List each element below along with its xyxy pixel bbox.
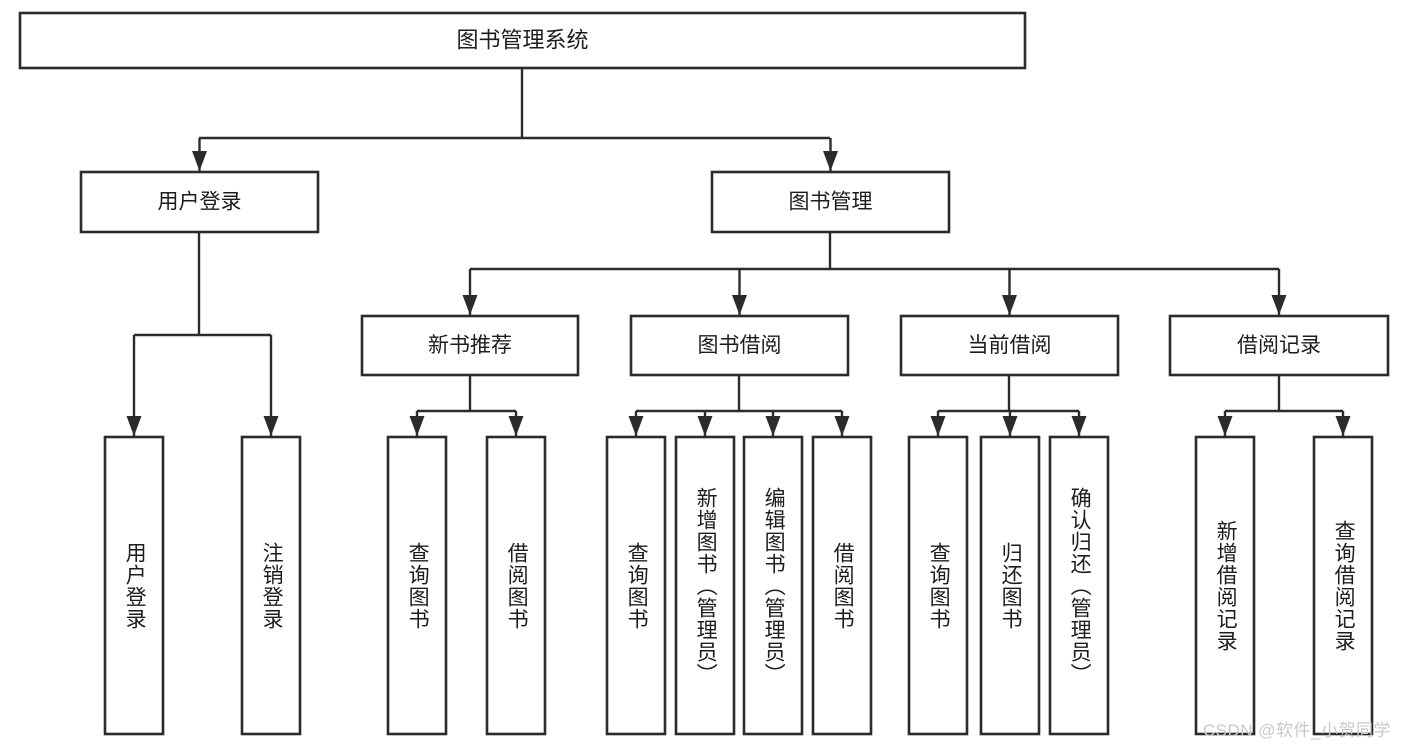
node-leaf-12[interactable] [1312, 435, 1374, 736]
arrow-head-icon [462, 295, 478, 315]
node-box-outline [710, 170, 951, 234]
arrow-head-icon [765, 416, 781, 436]
node-box-outline [907, 435, 969, 736]
node-level2-0[interactable]: 新书推荐 [360, 314, 580, 377]
node-box-outline [1168, 314, 1390, 377]
node-root[interactable]: 图书管理系统 [18, 11, 1027, 70]
node-leaf-6[interactable] [742, 435, 804, 736]
node-label: 用户登录 [158, 191, 242, 214]
arrow-head-icon [1217, 416, 1233, 436]
node-level1-1[interactable]: 图书管理 [710, 170, 951, 234]
node-leaf-4[interactable] [605, 435, 667, 736]
node-label: 图书管理系统 [456, 27, 588, 52]
node-box-outline [1194, 435, 1256, 736]
node-box-outline [979, 435, 1041, 736]
arrow-head-icon [409, 416, 425, 436]
node-leaf-1[interactable] [240, 435, 302, 736]
node-box-outline [811, 435, 873, 736]
node-label: 新书推荐 [428, 334, 512, 357]
node-level2-2[interactable]: 当前借阅 [899, 314, 1120, 377]
node-box-outline [629, 314, 850, 377]
watermark-text: CSDN @软件_小贺同学 [1202, 721, 1391, 740]
node-level2-1[interactable]: 图书借阅 [629, 314, 850, 377]
arrow-head-icon [697, 416, 713, 436]
node-leaf-9[interactable] [979, 435, 1041, 736]
node-leaf-11[interactable] [1194, 435, 1256, 736]
arrow-head-icon [1271, 295, 1287, 315]
node-level1-0[interactable]: 用户登录 [79, 170, 320, 234]
node-box-outline [79, 170, 320, 234]
node-box-outline [899, 314, 1120, 377]
node-box-outline [605, 435, 667, 736]
node-label: 当前借阅 [968, 334, 1052, 357]
node-box-outline [18, 11, 1027, 70]
node-label: 图书管理 [789, 191, 873, 214]
arrow-head-icon [1002, 295, 1017, 315]
node-box-outline [485, 435, 547, 736]
node-box-outline [674, 435, 736, 736]
node-box-outline [1312, 435, 1374, 736]
node-box-outline [386, 435, 448, 736]
node-label: 图书借阅 [698, 334, 782, 357]
arrow-head-icon [930, 416, 946, 436]
arrow-head-icon [823, 151, 838, 171]
arrow-head-icon [732, 295, 747, 315]
node-leaf-5[interactable] [674, 435, 736, 736]
node-leaf-7[interactable] [811, 435, 873, 736]
node-leaf-10[interactable] [1048, 435, 1110, 736]
arrow-head-icon [126, 416, 142, 436]
node-leaf-2[interactable] [386, 435, 448, 736]
arrow-head-icon [834, 416, 850, 436]
node-leaf-0[interactable] [103, 435, 165, 736]
node-label: 借阅记录 [1237, 334, 1321, 357]
arrow-head-icon [263, 416, 279, 436]
node-box-outline [742, 435, 804, 736]
node-leaf-8[interactable] [907, 435, 969, 736]
arrow-head-icon [1002, 416, 1018, 436]
node-box-outline [240, 435, 302, 736]
connector-layer [126, 68, 1351, 436]
node-box-outline [1048, 435, 1110, 736]
arrow-head-icon [628, 416, 644, 436]
arrow-head-icon [192, 151, 207, 171]
arrow-head-icon [508, 416, 524, 436]
node-box-outline [103, 435, 165, 736]
arrow-head-icon [1335, 416, 1351, 436]
node-box-outline [360, 314, 580, 377]
arrow-head-icon [1071, 416, 1087, 436]
node-leaf-3[interactable] [485, 435, 547, 736]
node-level2-3[interactable]: 借阅记录 [1168, 314, 1390, 377]
